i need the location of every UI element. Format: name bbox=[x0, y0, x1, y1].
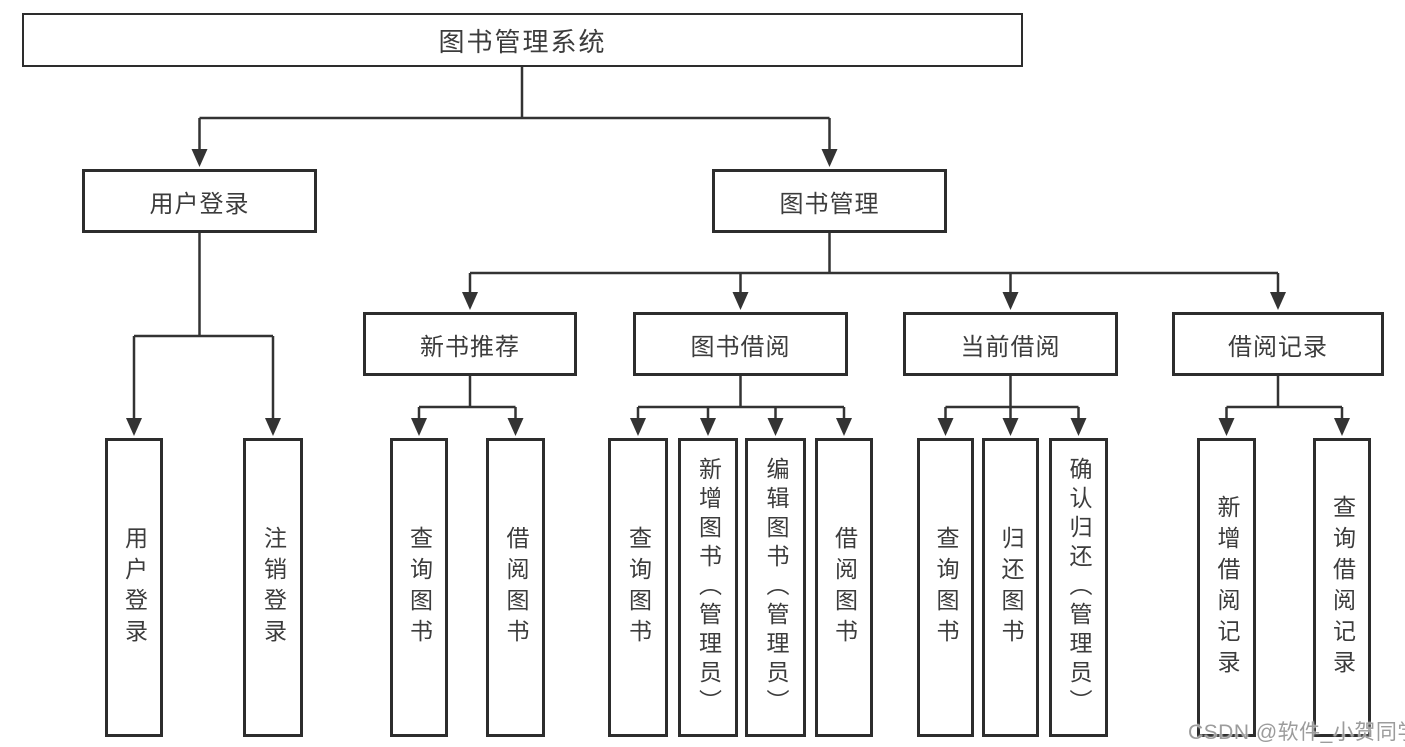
leaf-label: 编辑图书（管理员） bbox=[763, 457, 789, 718]
leaf-label: 确认归还（管理员） bbox=[1066, 457, 1092, 718]
node-label: 图书管理系统 bbox=[438, 26, 607, 57]
arrowhead bbox=[1218, 418, 1235, 436]
leaf-confirm-return-admin: 确认归还（管理员） bbox=[1049, 438, 1108, 737]
node-label: 新书推荐 bbox=[420, 333, 520, 361]
arrowhead bbox=[1002, 292, 1019, 310]
arrowhead bbox=[1002, 418, 1019, 436]
arrowhead bbox=[1070, 418, 1087, 436]
leaf-label: 归还图书 bbox=[998, 525, 1024, 650]
connector-mgmt-trunk bbox=[470, 233, 1278, 275]
leaf-label: 新增借阅记录 bbox=[1214, 494, 1240, 681]
leaf-add-books-admin: 新增图书（管理员） bbox=[678, 438, 738, 737]
connector-root-trunk bbox=[199, 67, 830, 120]
leaf-return-books: 归还图书 bbox=[982, 438, 1039, 737]
node-label: 当前借阅 bbox=[960, 333, 1061, 361]
node-library-management-system: 图书管理系统 bbox=[22, 13, 1023, 67]
leaf-logout-login: 注销登录 bbox=[243, 438, 303, 737]
arrowhead bbox=[732, 292, 749, 310]
arrowhead bbox=[937, 418, 954, 436]
leaf-query-borrowing-record: 查询借阅记录 bbox=[1313, 438, 1371, 737]
arrowhead bbox=[411, 418, 427, 436]
node-user-login: 用户登录 bbox=[82, 169, 317, 233]
leaf-borrow-books-recommend: 借阅图书 bbox=[486, 438, 545, 737]
leaf-user-login: 用户登录 bbox=[105, 438, 163, 737]
connector-borrow-trunk bbox=[638, 376, 844, 409]
leaf-add-borrowing-record: 新增借阅记录 bbox=[1197, 438, 1256, 737]
leaf-query-books-borrow: 查询图书 bbox=[608, 438, 668, 737]
arrowhead bbox=[821, 149, 838, 167]
arrowhead bbox=[126, 418, 142, 436]
leaf-query-books-recommend: 查询图书 bbox=[390, 438, 448, 737]
node-new-book-recommendation: 新书推荐 bbox=[363, 312, 577, 376]
leaf-label: 查询图书 bbox=[625, 525, 652, 650]
arrowhead bbox=[507, 418, 524, 436]
arrowhead bbox=[191, 149, 208, 167]
arrowhead bbox=[767, 418, 784, 436]
node-label: 图书借阅 bbox=[690, 333, 791, 361]
arrowhead bbox=[836, 418, 852, 436]
node-label: 用户登录 bbox=[149, 190, 250, 218]
connector-login-trunk bbox=[134, 233, 273, 338]
connector-records-trunk bbox=[1226, 376, 1342, 409]
leaf-label: 查询借阅记录 bbox=[1329, 494, 1356, 681]
node-label: 借阅记录 bbox=[1228, 333, 1328, 361]
leaf-label: 注销登录 bbox=[260, 525, 287, 650]
csdn-watermark: CSDN @软件_小贺同学 bbox=[1188, 721, 1405, 744]
arrowhead bbox=[462, 292, 478, 310]
leaf-label: 新增图书（管理员） bbox=[695, 457, 722, 718]
arrowhead bbox=[630, 418, 646, 436]
leaf-label: 借阅图书 bbox=[831, 525, 858, 650]
connector-recommend-trunk bbox=[419, 376, 516, 409]
arrowhead bbox=[1270, 292, 1286, 310]
node-book-borrowing: 图书借阅 bbox=[633, 312, 848, 376]
leaf-edit-books-admin: 编辑图书（管理员） bbox=[745, 438, 806, 737]
leaf-label: 借阅图书 bbox=[503, 525, 529, 650]
arrowhead bbox=[700, 418, 716, 436]
node-label: 图书管理 bbox=[779, 190, 880, 218]
arrowhead bbox=[1334, 418, 1350, 436]
leaf-query-books-current: 查询图书 bbox=[917, 438, 974, 737]
leaf-label: 查询图书 bbox=[933, 525, 959, 650]
leaf-label: 查询图书 bbox=[406, 525, 433, 650]
arrowhead bbox=[265, 418, 281, 436]
leaf-borrow-books: 借阅图书 bbox=[815, 438, 873, 737]
node-book-management: 图书管理 bbox=[712, 169, 947, 233]
leaf-label: 用户登录 bbox=[121, 525, 148, 650]
node-borrowing-records: 借阅记录 bbox=[1172, 312, 1384, 376]
connector-current-trunk bbox=[945, 376, 1079, 409]
node-current-borrowing: 当前借阅 bbox=[903, 312, 1118, 376]
